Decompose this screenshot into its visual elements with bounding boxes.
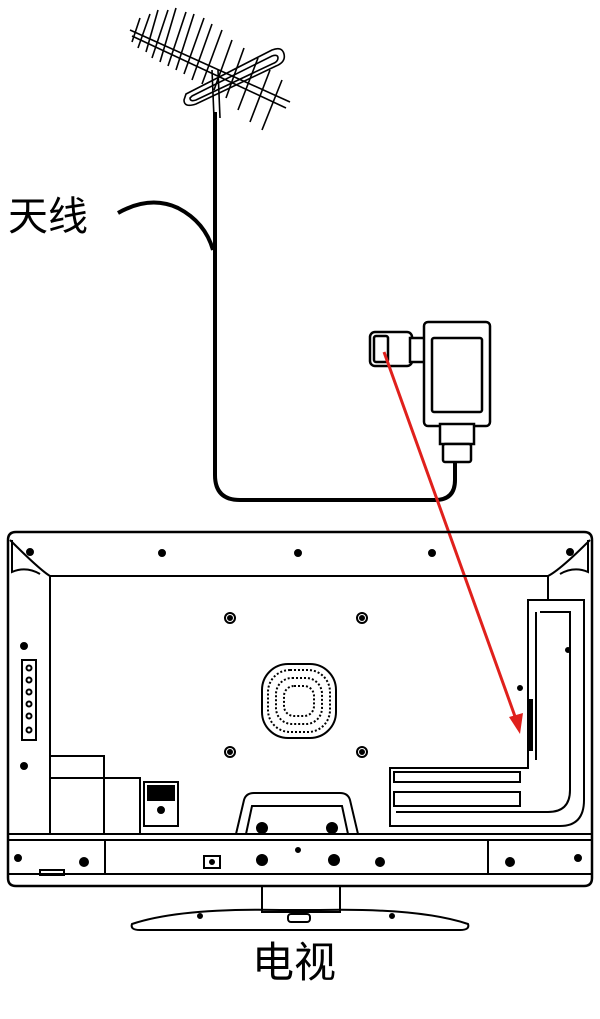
- connection-arrow: [382, 351, 523, 734]
- antenna-label: 天线: [8, 194, 88, 240]
- coax-plug-icon: [368, 320, 492, 464]
- tv-label: 电视: [252, 938, 337, 987]
- antenna-icon: [129, 7, 291, 131]
- antenna-label-leader: [117, 200, 215, 251]
- antenna-cable: [213, 112, 457, 502]
- tv-rear-panel-icon: [6, 530, 594, 931]
